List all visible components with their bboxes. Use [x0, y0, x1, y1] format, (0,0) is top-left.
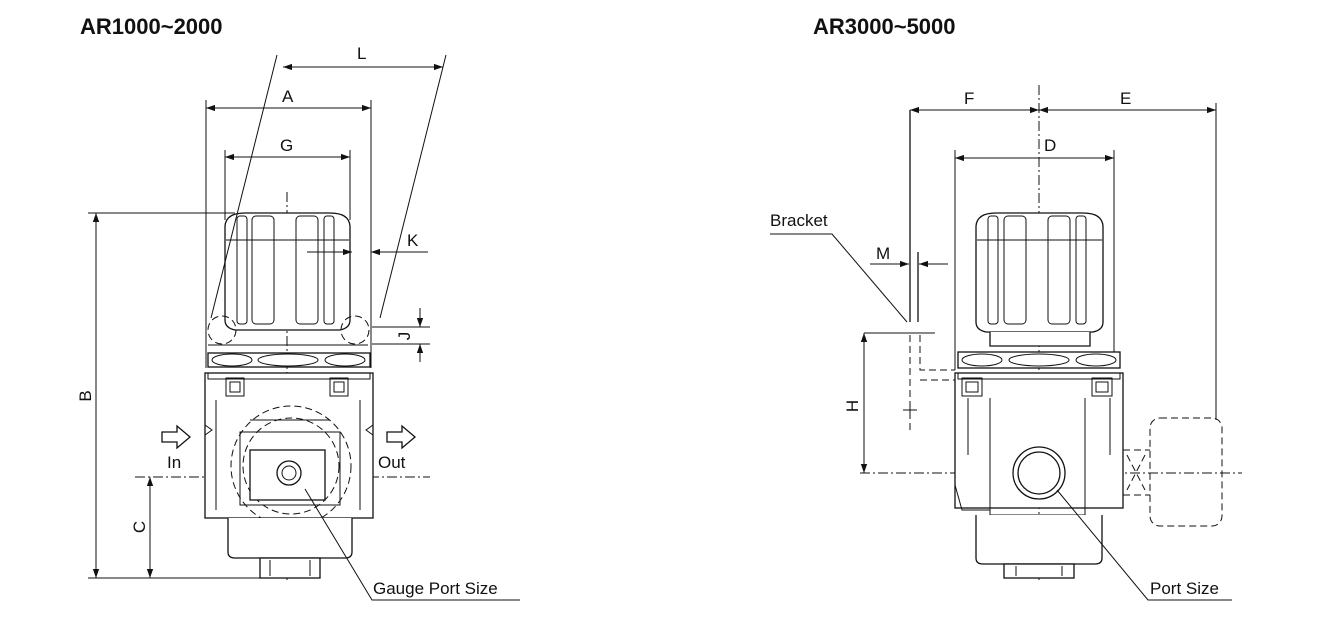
right-adjust-knob: [975, 212, 1104, 347]
dim-b-label: B: [76, 390, 95, 401]
left-panel-nut: [207, 315, 370, 346]
left-bottom-cap: [227, 518, 353, 579]
left-adjust-knob: [224, 212, 351, 331]
right-side-gauge: [1123, 417, 1223, 527]
gauge-port-leader: [304, 488, 520, 601]
dim-a-label: A: [282, 87, 294, 106]
in-arrow-icon: [161, 424, 192, 450]
right-ring: [957, 351, 1121, 369]
right-bracket: [864, 110, 955, 432]
dim-e-label: E: [1120, 89, 1131, 108]
out-arrow-icon: [386, 424, 417, 450]
dim-g-label: G: [280, 136, 293, 155]
dim-l-label: L: [357, 44, 366, 63]
left-ring: [207, 352, 371, 368]
left-view-title: AR1000~2000: [80, 14, 223, 39]
left-view: AR1000~2000: [76, 14, 520, 601]
dim-f-label: F: [964, 89, 974, 108]
out-label: Out: [378, 453, 406, 472]
left-body: [204, 372, 374, 527]
dim-l-extension-right: [379, 54, 447, 319]
dim-m-label: M: [876, 244, 890, 263]
in-label: In: [167, 453, 181, 472]
dim-d-label: D: [1044, 136, 1056, 155]
dim-k-label: K: [407, 231, 419, 250]
dim-h-label: H: [843, 400, 862, 412]
dim-j-label: J: [395, 332, 414, 341]
right-view: AR3000~5000: [770, 14, 1242, 601]
right-port: [1012, 446, 1066, 500]
right-bottom-cap: [975, 515, 1103, 579]
right-view-title: AR3000~5000: [813, 14, 956, 39]
right-body: [954, 372, 1124, 516]
port-leader: [1056, 489, 1232, 601]
bracket-label: Bracket: [770, 211, 828, 230]
port-label: Port Size: [1150, 579, 1219, 598]
gauge-port-label: Gauge Port Size: [373, 579, 498, 598]
left-gauge-port: [276, 460, 302, 486]
dim-l-extension-left: [210, 54, 278, 319]
bracket-leader: [770, 233, 908, 323]
dim-c-label: C: [130, 521, 149, 533]
